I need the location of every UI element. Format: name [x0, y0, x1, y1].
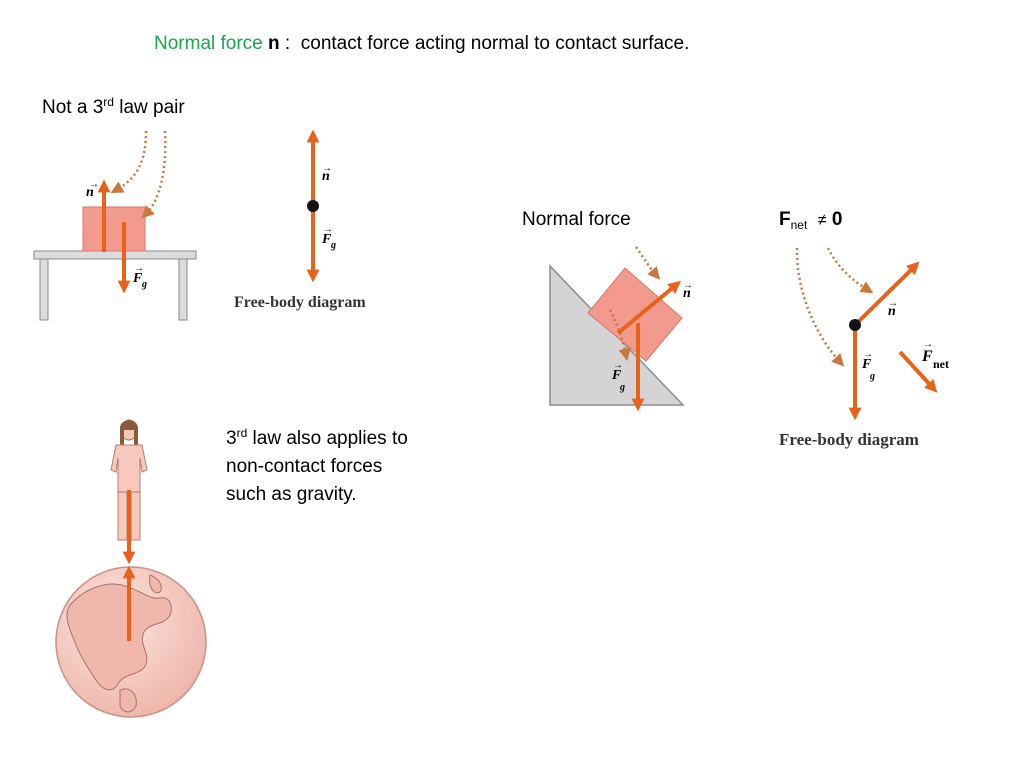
fbd-caption: Free-body diagram [779, 430, 919, 449]
free-body-diagram-1: n → F g → Free-body diagram [234, 129, 366, 311]
not-third-law-label: Not a 3rd law pair [42, 95, 185, 119]
vector-arrow-glyph: → [888, 298, 898, 309]
vector-arrow-glyph: → [322, 163, 332, 174]
person-leg-left [117, 491, 128, 541]
continent-south-america [119, 688, 137, 713]
label-part: law pair [113, 97, 185, 118]
n-label: n [888, 304, 896, 319]
fbd-caption: Free-body diagram [234, 294, 366, 311]
block [587, 267, 683, 362]
normal-force-heading: Normal force [522, 209, 631, 230]
normal-force-term: Normal force [154, 33, 263, 54]
fnet-subscript: net [933, 357, 949, 371]
note-part: 3 [226, 428, 237, 449]
dotted-pointer-fg [141, 130, 167, 219]
title-colon: : [284, 33, 291, 54]
dotted-pointer-n [110, 130, 148, 193]
n-label: n [683, 286, 691, 301]
person-hair [120, 420, 138, 446]
fnet-value: 0 [831, 209, 843, 230]
fnet-label: F [921, 348, 933, 365]
gravity-note: 3rd law also applies to non-contact forc… [226, 425, 408, 509]
fg-label: F [132, 271, 143, 286]
person-earth-illustration [55, 419, 207, 718]
fg-subscript: g [141, 279, 147, 290]
n-label: n [86, 185, 94, 200]
person-body [110, 444, 148, 493]
dotted-pointer-n [826, 247, 874, 294]
point-mass [307, 200, 319, 212]
normal-force-arrow [616, 280, 681, 335]
block-on-table-diagram: n → F g → [33, 130, 197, 321]
label-sup: rd [103, 95, 114, 109]
vector-arrow-glyph: → [683, 280, 693, 291]
fg-subscript: g [869, 371, 875, 382]
label-part: Not a 3 [42, 97, 104, 118]
dotted-pointer-fg [608, 309, 631, 362]
vector-arrow-glyph: → [134, 263, 144, 274]
gravity-note-line1: 3rd law also applies to [226, 425, 408, 453]
incline-diagram: n → F g → [549, 246, 693, 412]
gravity-note-line3: such as gravity. [226, 484, 357, 505]
table-leg-right [178, 258, 188, 321]
page-title: Normal force n : contact force acting no… [154, 33, 689, 55]
fnet-sub: net [790, 218, 808, 232]
net-force-arrow [898, 350, 938, 393]
note-sup: rd [236, 426, 248, 440]
gravity-note-line2: non-contact forces [226, 456, 383, 477]
normal-force-definition: contact force acting normal to contact s… [300, 33, 690, 54]
fg-subscript: g [619, 382, 625, 393]
fg-label: F [861, 357, 872, 372]
n-label: n [322, 169, 330, 184]
vector-arrow-glyph: → [89, 179, 99, 190]
dotted-pointer-fg [795, 247, 845, 367]
normal-force-arrow [853, 261, 920, 327]
fnet-nonzero-label: Fnet ≠ 0 [779, 209, 843, 231]
fg-subscript: g [330, 240, 336, 251]
note-part: law also applies to [247, 428, 408, 449]
vector-arrow-glyph: → [323, 224, 333, 235]
vector-arrow-glyph: → [863, 349, 873, 360]
fnet-base: F [779, 209, 791, 230]
continent-greenland [149, 574, 162, 594]
person-leg-right [130, 491, 141, 541]
table-leg-left [39, 258, 49, 321]
vector-arrow-glyph: → [923, 339, 933, 350]
normal-force-symbol: n [268, 33, 280, 54]
fg-label: F [611, 368, 622, 383]
free-body-diagram-2: n → F g → F net → Free-body diagram [779, 247, 949, 449]
not-equal-sign: ≠ [817, 212, 827, 229]
block [82, 206, 146, 252]
vector-arrow-glyph: → [613, 360, 623, 371]
continent-north-america [66, 583, 172, 691]
point-mass [849, 319, 861, 331]
dotted-pointer-n [634, 246, 661, 280]
table-top [33, 250, 197, 260]
fg-label: F [321, 232, 332, 247]
